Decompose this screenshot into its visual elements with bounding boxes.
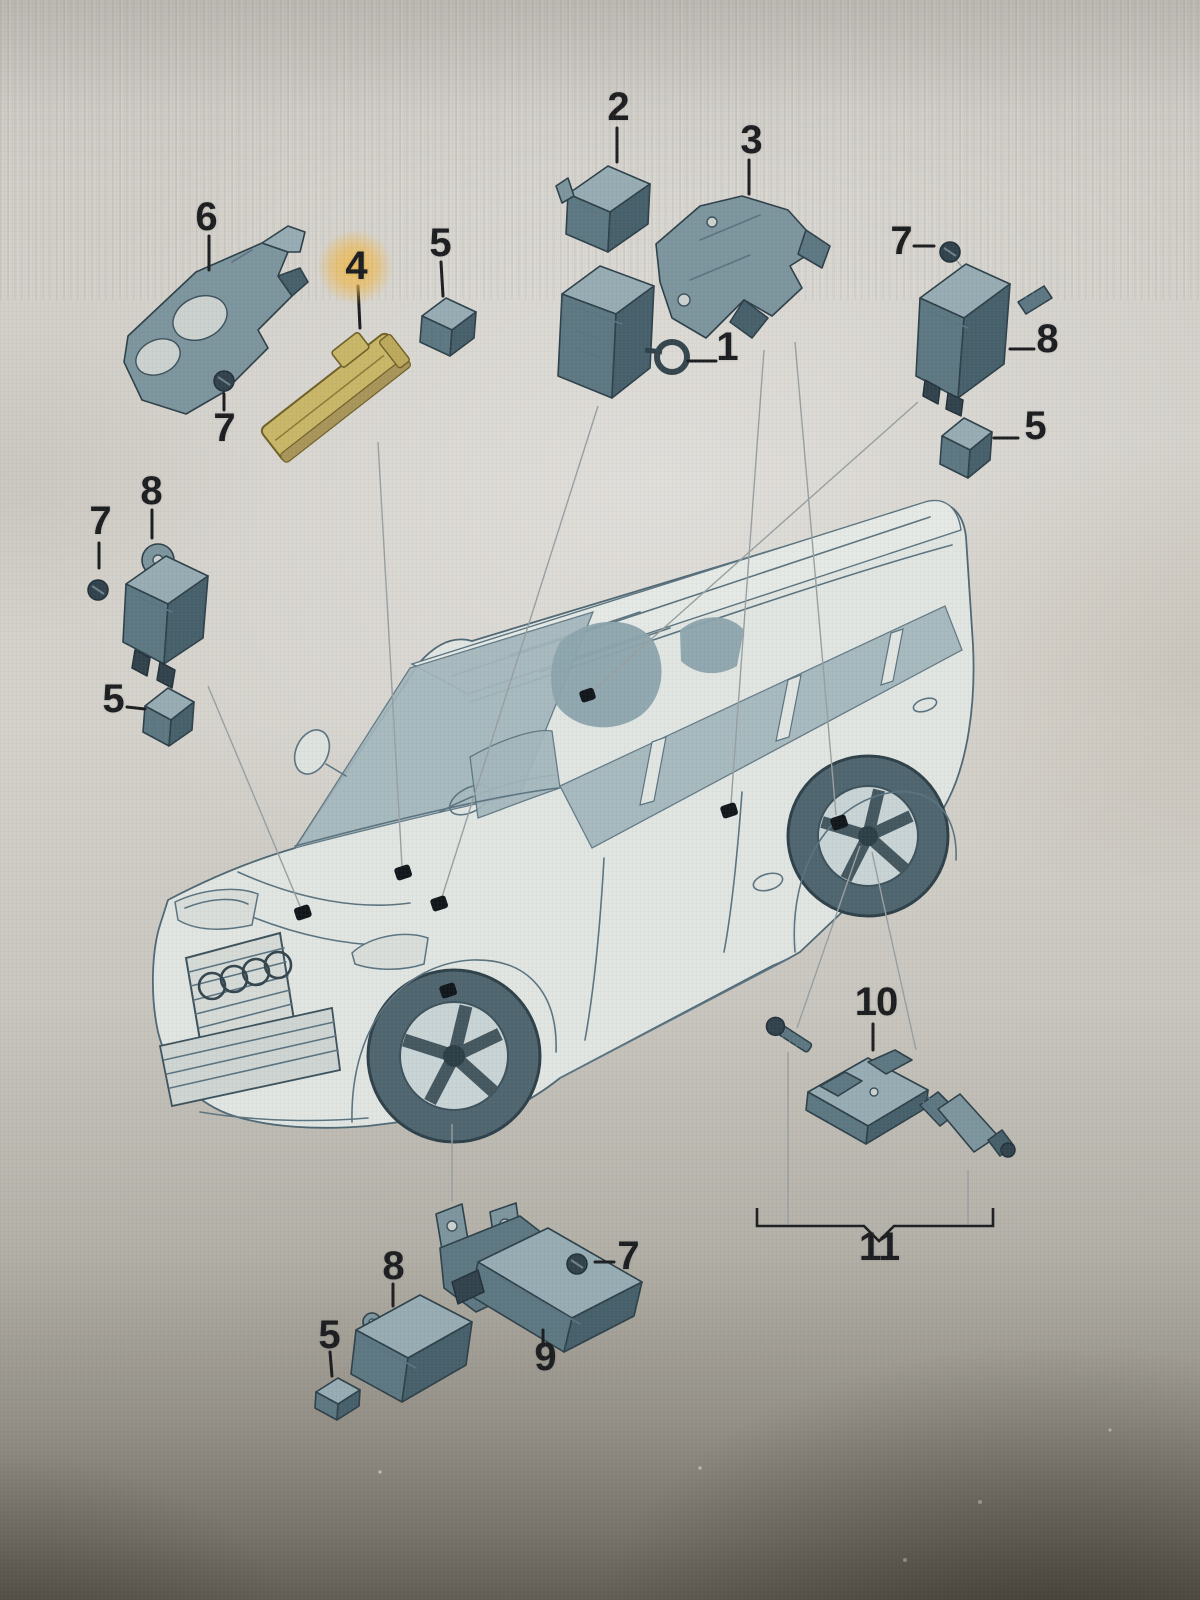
screen-photo: 2 3 6 4 5 7 1 7 8 5 8 7 5 10 11 8 5 7 9 — [0, 0, 1200, 1600]
photo-vignette — [0, 0, 1200, 1600]
